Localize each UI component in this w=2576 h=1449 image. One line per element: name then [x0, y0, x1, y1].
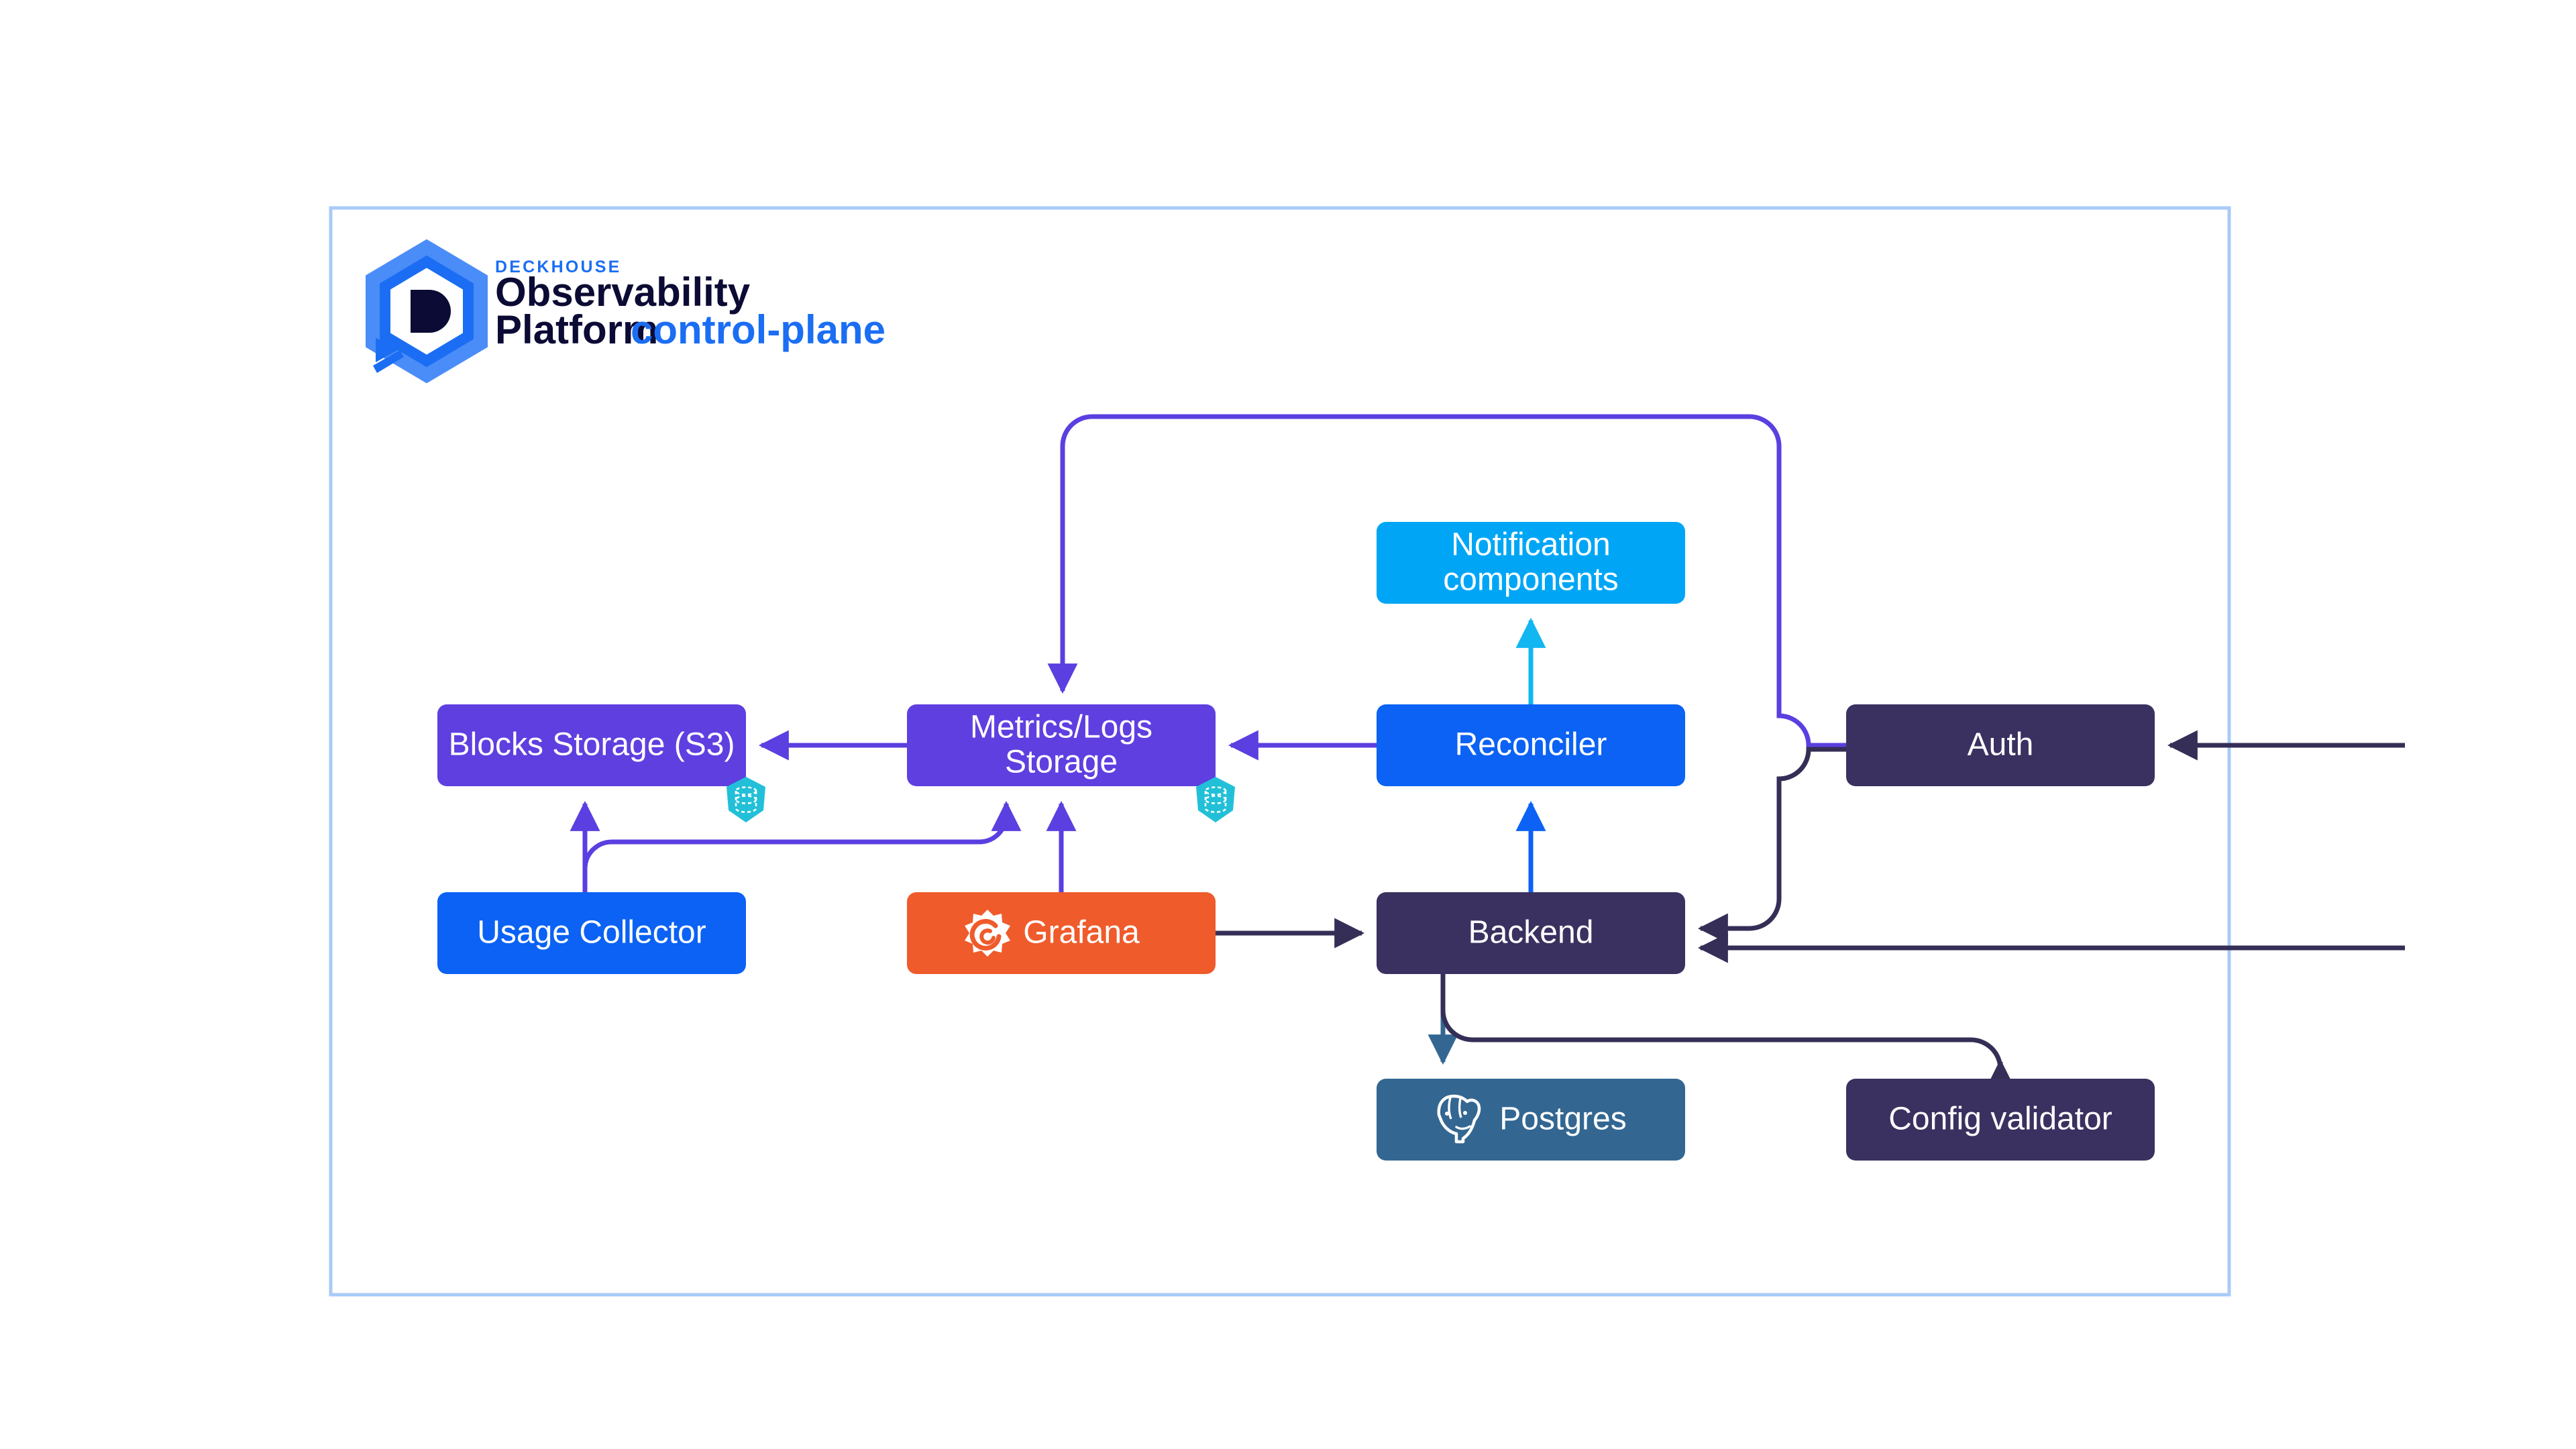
connector-usage-collector-to-metrics-storage	[582, 800, 1022, 892]
node-auth[interactable]: Auth	[1846, 704, 2155, 786]
node-reconciler[interactable]: Reconciler	[1377, 704, 1685, 786]
node-postgres[interactable]: Postgres	[1377, 1079, 1685, 1161]
node-label-metrics-logs-storage-line1: Metrics/Logs	[970, 710, 1152, 745]
connector-backend-to-config-validator	[1440, 974, 2016, 1089]
deckhouse-hexagon-mark-icon	[366, 239, 488, 384]
node-backend[interactable]: Backend	[1377, 892, 1685, 974]
node-label-grafana: Grafana	[1023, 915, 1140, 951]
storage-db-badge-icon	[727, 777, 765, 822]
storage-db-badge-icon	[1196, 777, 1235, 822]
node-grafana[interactable]: Grafana	[907, 892, 1216, 974]
node-label-auth: Auth	[1968, 727, 2034, 763]
node-label-blocks-storage: Blocks Storage (S3)	[449, 727, 735, 763]
postgres-elephant-icon	[1437, 1094, 1481, 1144]
node-usage-collector[interactable]: Usage Collector	[437, 892, 746, 974]
node-config-validator[interactable]: Config validator	[1846, 1079, 2155, 1161]
logo-kicker: DECKHOUSE	[495, 258, 622, 276]
grafana-logo-icon	[965, 910, 1010, 957]
connector-auth-to-backend	[1697, 747, 1846, 944]
node-label-notification-components-line2: components	[1443, 562, 1619, 598]
logo-accent-control-plane: control-plane	[631, 307, 885, 352]
node-label-notification-components-line1: Notification	[1451, 527, 1610, 563]
node-label-reconciler: Reconciler	[1455, 727, 1607, 763]
deckhouse-logo: DECKHOUSE Observability Platform control…	[366, 239, 885, 384]
node-label-backend: Backend	[1468, 915, 1594, 951]
node-metrics-logs-storage[interactable]: Metrics/Logs Storage	[907, 704, 1216, 786]
node-blocks-storage[interactable]: Blocks Storage (S3)	[437, 704, 746, 786]
logo-line-platform: Platform	[495, 307, 658, 352]
node-label-metrics-logs-storage-line2: Storage	[1005, 745, 1118, 780]
node-label-usage-collector: Usage Collector	[477, 915, 706, 951]
node-notification-components[interactable]: Notification components	[1377, 522, 1685, 604]
node-label-postgres: Postgres	[1499, 1102, 1626, 1137]
control-plane-boundary	[329, 206, 2231, 1297]
node-label-config-validator: Config validator	[1888, 1102, 2112, 1137]
connector-auth-loop-to-metrics-storage	[1047, 414, 1846, 748]
logo-line-observability: Observability	[495, 270, 751, 315]
